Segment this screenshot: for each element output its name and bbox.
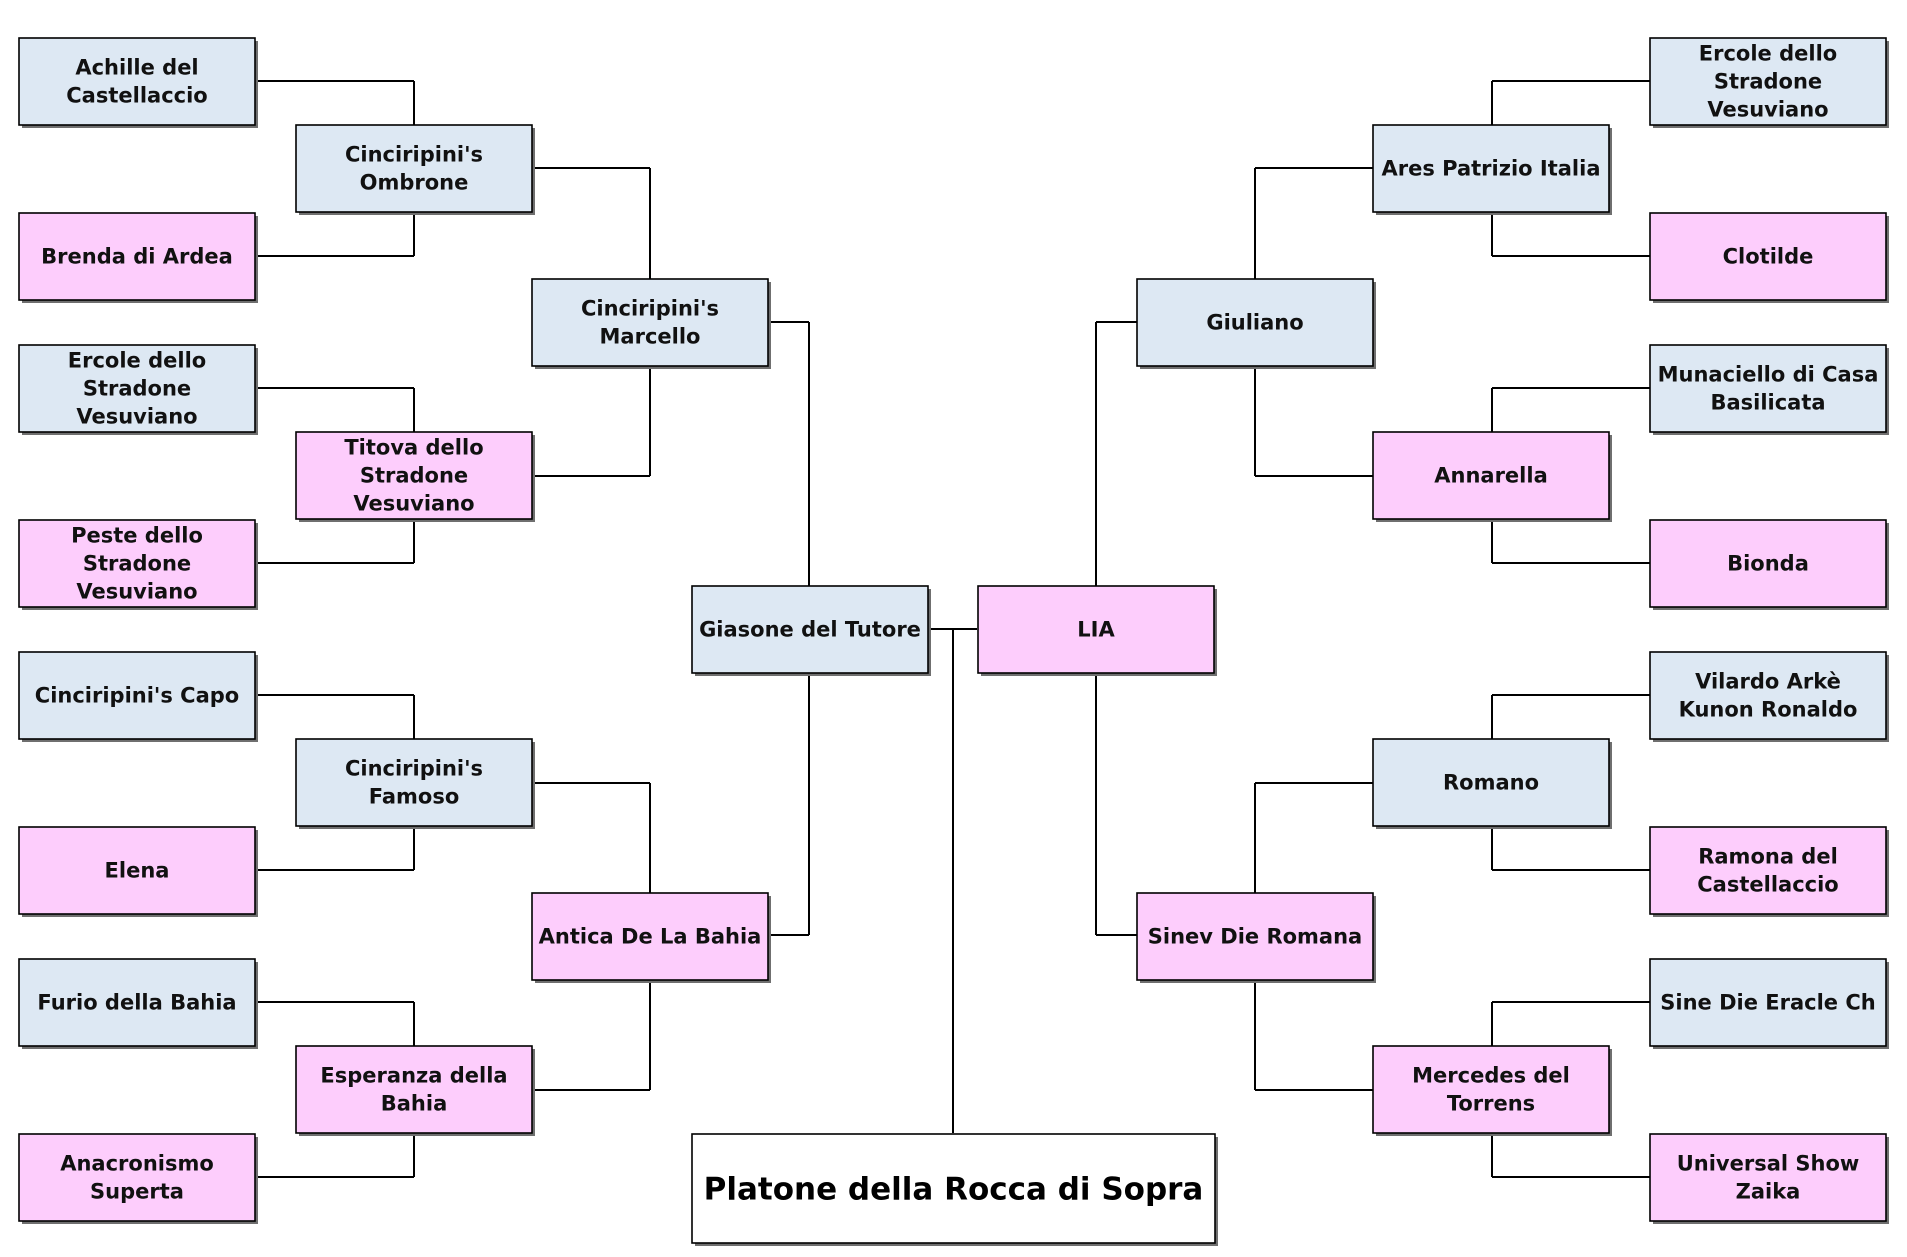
node-name: Antica De La Bahia xyxy=(539,925,762,949)
node-name: Annarella xyxy=(1434,464,1548,488)
node-name: Sine Die Eracle Ch xyxy=(1660,991,1875,1015)
node-box xyxy=(1649,212,1887,301)
node-sire: Giasone del Tutore xyxy=(691,585,931,676)
node-box xyxy=(18,212,256,301)
node-box xyxy=(18,826,256,915)
node-dam-dam-dam-sire: Sine Die Eracle Ch xyxy=(1649,958,1889,1049)
node-dam-sire: Giuliano xyxy=(1136,278,1376,369)
node-sire-sire-sire-dam: Brenda di Ardea xyxy=(18,212,258,303)
node-box xyxy=(295,1045,533,1134)
node-sire-dam-sire-dam: Elena xyxy=(18,826,258,917)
node-name: Brenda di Ardea xyxy=(41,245,233,269)
node-box xyxy=(1372,124,1610,213)
node-box xyxy=(18,37,256,126)
node-name: Romano xyxy=(1443,771,1539,795)
node-box xyxy=(295,431,533,520)
node-box xyxy=(295,738,533,827)
node-box xyxy=(1136,892,1374,981)
node-name: Platone della Rocca di Sopra xyxy=(704,1172,1204,1208)
node-dam-sire-sire: Ares Patrizio Italia xyxy=(1372,124,1612,215)
node-box xyxy=(1649,958,1887,1047)
node-box xyxy=(1649,37,1887,126)
node-box xyxy=(1372,738,1610,827)
node-box xyxy=(18,1133,256,1222)
node-subject: Platone della Rocca di Sopra xyxy=(691,1133,1218,1246)
node-box xyxy=(18,651,256,740)
node-box xyxy=(1649,344,1887,433)
node-box xyxy=(18,344,256,433)
node-sire-dam: Antica De La Bahia xyxy=(531,892,771,983)
node-dam-sire-dam: Annarella xyxy=(1372,431,1612,522)
connector-lines xyxy=(256,80,1650,1178)
node-box xyxy=(295,124,533,213)
node-box xyxy=(1372,431,1610,520)
node-name: Clotilde xyxy=(1723,245,1814,269)
node-box xyxy=(1649,519,1887,608)
node-box xyxy=(531,278,769,367)
node-name: Cinciripini's Capo xyxy=(35,684,239,708)
node-box xyxy=(18,519,256,608)
node-sire-dam-sire-sire: Cinciripini's Capo xyxy=(18,651,258,742)
node-sire-dam-dam-sire: Furio della Bahia xyxy=(18,958,258,1049)
node-box xyxy=(691,1133,1216,1244)
node-dam-dam: Sinev Die Romana xyxy=(1136,892,1376,983)
node-box xyxy=(1649,651,1887,740)
node-name: Giasone del Tutore xyxy=(699,618,921,642)
node-name: Ares Patrizio Italia xyxy=(1381,157,1600,181)
node-box xyxy=(1372,1045,1610,1134)
node-name: Elena xyxy=(105,859,170,883)
node-box xyxy=(691,585,929,674)
node-box xyxy=(18,958,256,1047)
node-box xyxy=(1649,826,1887,915)
node-name: Furio della Bahia xyxy=(37,991,236,1015)
node-name: Bionda xyxy=(1727,552,1809,576)
node-name: Sinev Die Romana xyxy=(1148,925,1362,949)
node-name: Giuliano xyxy=(1206,311,1303,335)
node-box xyxy=(1136,278,1374,367)
node-dam-dam-sire: Romano xyxy=(1372,738,1612,829)
node-dam-sire-dam-dam: Bionda xyxy=(1649,519,1889,610)
node-box xyxy=(1649,1133,1887,1222)
node-box xyxy=(977,585,1215,674)
node-name: LIA xyxy=(1077,618,1115,642)
node-box xyxy=(531,892,769,981)
node-dam: LIA xyxy=(977,585,1217,676)
node-dam-sire-sire-dam: Clotilde xyxy=(1649,212,1889,303)
